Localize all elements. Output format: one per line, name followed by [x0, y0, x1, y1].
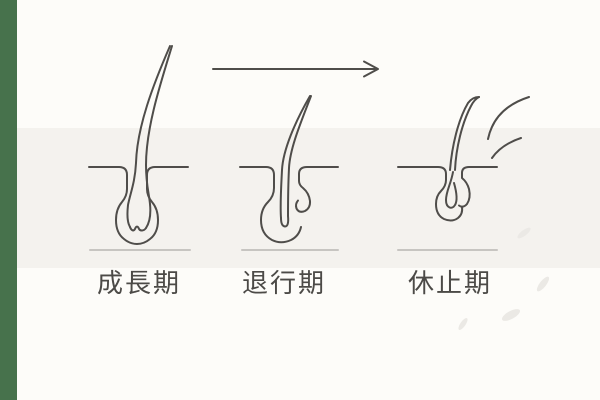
right-arrow-icon: [212, 60, 379, 78]
stage-label-anagen: 成長期: [96, 268, 181, 298]
hair-shaft: [126, 45, 171, 228]
papilla-notch: [129, 225, 147, 232]
shed-hair-strand: [491, 137, 522, 159]
left-accent-bar: [0, 0, 17, 400]
skin-and-side-lobe: [458, 166, 498, 208]
petal-decorations: [458, 227, 550, 330]
club-hair-bottom: [280, 215, 290, 228]
shed-hair-strand: [487, 96, 530, 140]
hair-shaft: [287, 95, 312, 217]
hair-shaft: [454, 96, 480, 171]
hair-shaft: [449, 96, 480, 171]
hair-shaft: [145, 45, 173, 229]
petal-icon: [517, 227, 531, 239]
stage-label-catagen: 退行期: [241, 268, 326, 298]
club-hair-loop: [445, 171, 458, 209]
stage-label-telogen: 休止期: [407, 268, 492, 298]
stage-3-follicle-illustration: [397, 96, 530, 222]
stage-1-follicle-illustration: [88, 45, 189, 245]
stage-2-follicle-illustration: [239, 95, 339, 244]
petal-icon: [536, 276, 550, 292]
petal-icon: [501, 309, 521, 321]
skin-and-side-bud: [295, 166, 339, 213]
skin-and-follicle-outline: [88, 166, 189, 245]
skin-band-background: [0, 128, 600, 268]
hair-shaft: [279, 95, 311, 219]
skin-and-follicle-outline: [397, 166, 464, 222]
petal-icon: [458, 318, 468, 330]
skin-and-follicle-outline: [239, 166, 302, 244]
